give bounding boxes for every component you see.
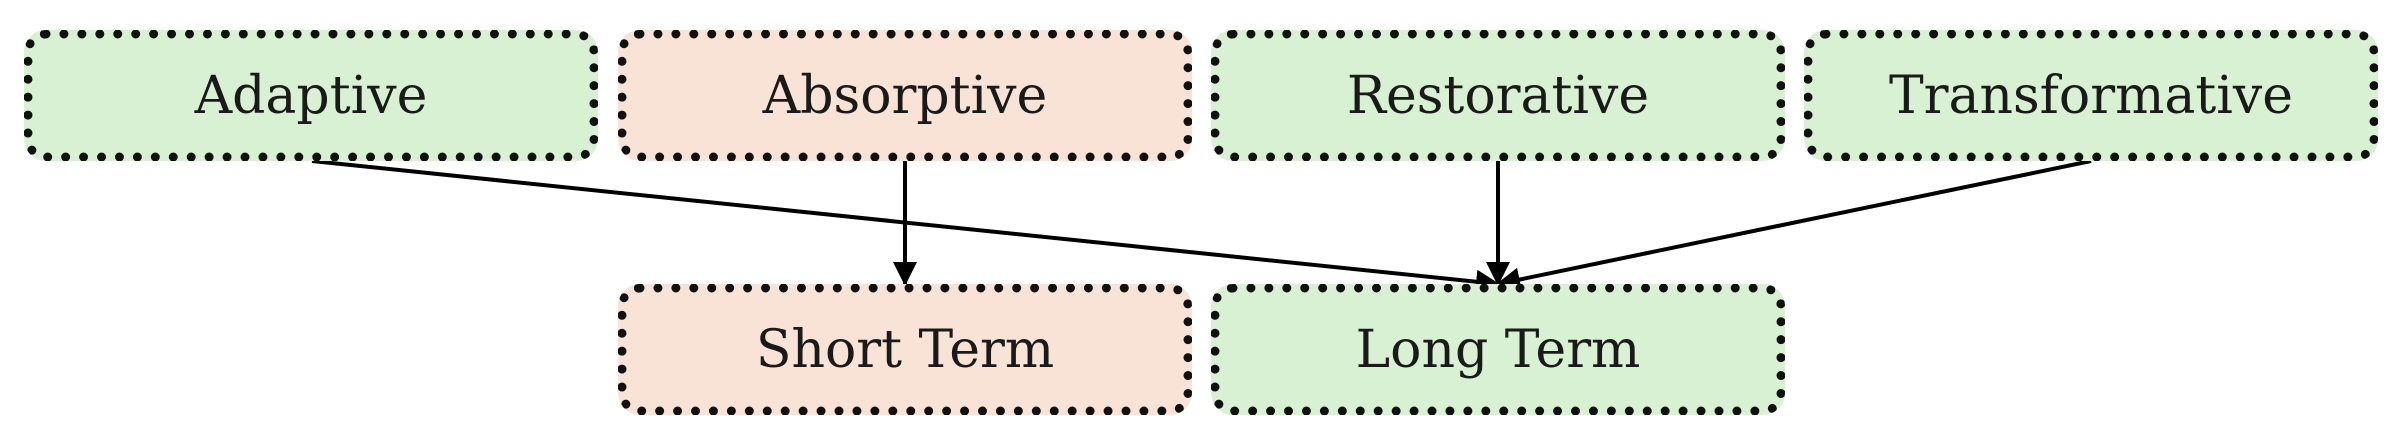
node-long-term-label: Long Term <box>1355 319 1641 380</box>
node-short-term: Short Term <box>618 284 1192 415</box>
node-transformative: Transformative <box>1804 30 2378 161</box>
node-restorative: Restorative <box>1211 30 1785 161</box>
node-short-term-label: Short Term <box>755 319 1055 380</box>
edge-transformative-to-long-term <box>1496 159 2092 292</box>
node-adaptive-label: Adaptive <box>194 65 428 126</box>
node-long-term: Long Term <box>1211 284 1785 415</box>
node-absorptive: Absorptive <box>618 30 1192 161</box>
node-restorative-label: Restorative <box>1346 65 1650 126</box>
node-adaptive: Adaptive <box>24 30 598 161</box>
node-absorptive-label: Absorptive <box>762 65 1048 126</box>
node-transformative-label: Transformative <box>1888 65 2294 126</box>
